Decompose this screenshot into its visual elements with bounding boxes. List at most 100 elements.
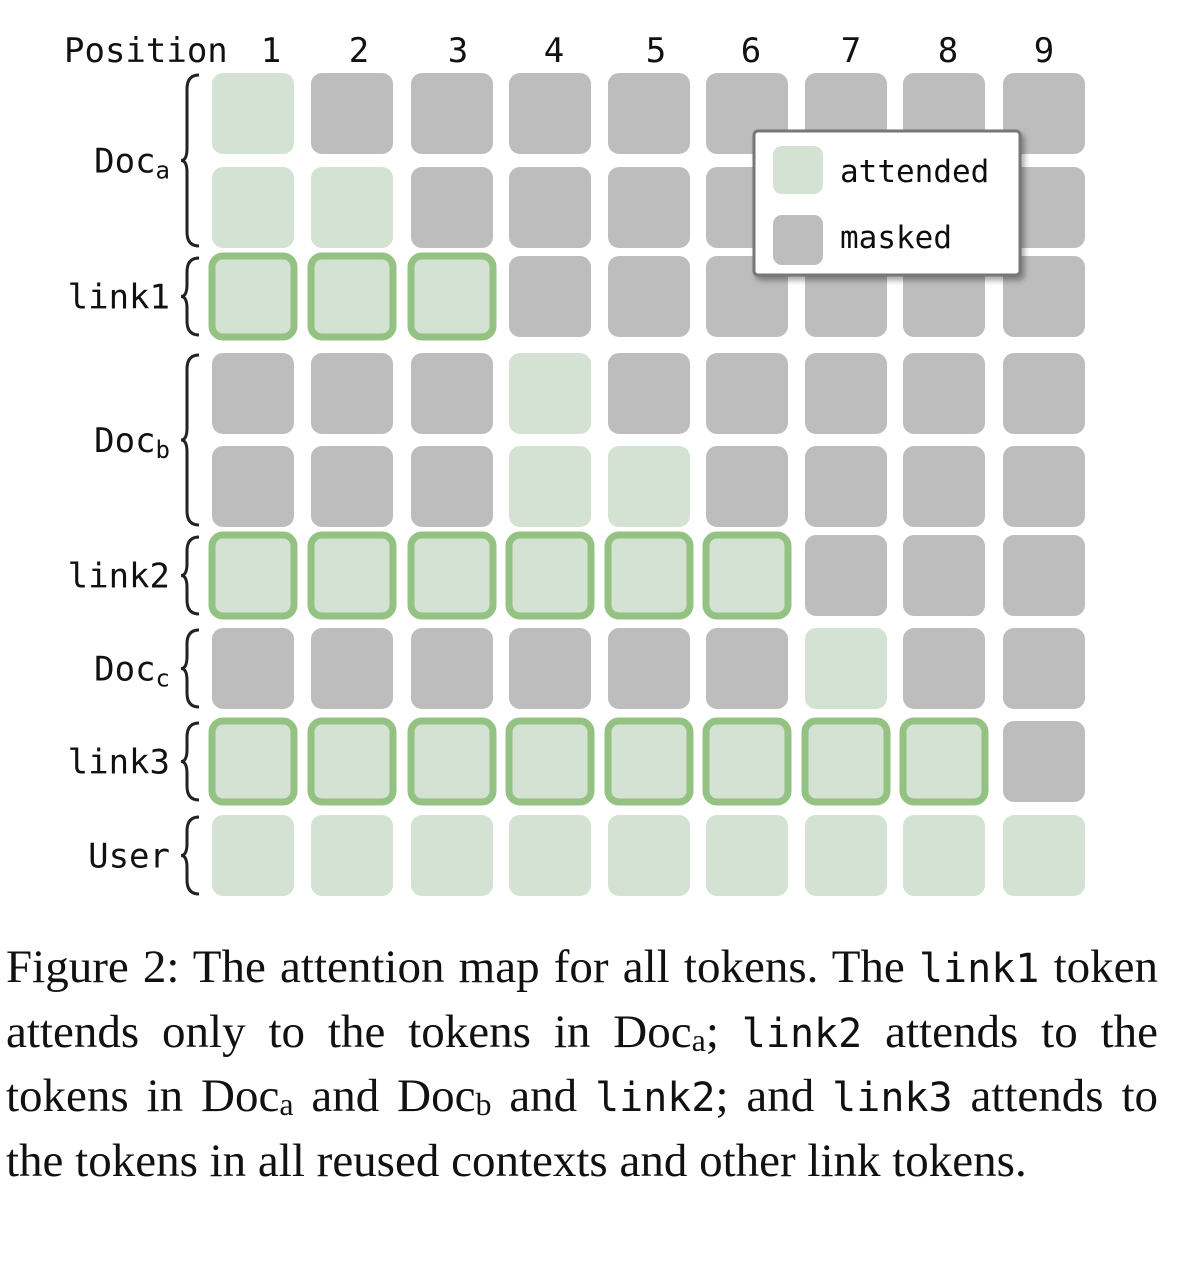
row-label: link1 [68,278,170,318]
legend: attended masked [752,129,1022,277]
cell-attended-link [208,717,298,806]
column-number-7: 7 [841,31,861,71]
cell-masked [1003,73,1085,154]
cell-attended-link [505,717,595,806]
cell-masked [608,256,690,337]
cell-masked [311,446,393,527]
column-number-8: 8 [938,31,958,71]
row-label-subscript: c [156,665,170,693]
cell-attended-link [307,717,397,806]
cell-masked [903,628,985,709]
cell-attended [903,815,985,896]
cell-masked [311,628,393,709]
row-label-text: link1 [68,278,170,318]
cell-attended-link [604,531,694,620]
attention-grid [208,73,1085,896]
cell-masked [1003,628,1085,709]
cell-attended-link [899,717,989,806]
row-label-text: link3 [68,743,170,783]
row-label: Docb [94,421,170,464]
column-number-6: 6 [741,31,761,71]
cell-attended [608,446,690,527]
cell-attended [509,353,591,434]
figure-caption: Figure 2: The attention map for all toke… [6,941,1159,1187]
cell-masked [1003,535,1085,616]
cell-attended-link [407,717,497,806]
cell-masked [608,628,690,709]
cell-attended-link [407,531,497,620]
cell-attended-link [208,531,298,620]
legend-masked-label: masked [840,220,952,256]
column-number-3: 3 [448,31,468,71]
cell-attended [706,815,788,896]
cell-masked [411,167,493,248]
cell-masked [706,353,788,434]
cell-masked [1003,353,1085,434]
cell-masked [1003,446,1085,527]
cell-attended-link [208,252,298,341]
cell-attended [805,628,887,709]
legend-attended-swatch [773,146,823,194]
row-brace [180,628,200,709]
cell-masked [608,167,690,248]
cell-attended-link [307,252,397,341]
cell-masked [805,353,887,434]
row-label-text: User [88,837,170,877]
row-label: link3 [68,743,170,783]
cell-attended [212,73,294,154]
row-label-text: link2 [68,557,170,597]
cell-masked [608,73,690,154]
cell-attended-link [702,717,792,806]
cell-attended [805,815,887,896]
cell-attended [1003,815,1085,896]
cell-attended [311,815,393,896]
row-label: User [88,837,170,877]
cell-attended [212,815,294,896]
cell-masked [805,446,887,527]
row-label-text: Doc [94,142,155,182]
cell-masked [509,256,591,337]
cell-attended [411,815,493,896]
cell-masked [903,535,985,616]
row-brace [180,256,200,337]
cell-masked [411,73,493,154]
cell-masked [212,446,294,527]
row-label-text: Doc [94,421,155,461]
column-number-4: 4 [544,31,564,71]
row-label: link2 [68,557,170,597]
cell-attended [509,446,591,527]
cell-masked [509,628,591,709]
cell-masked [903,353,985,434]
cell-masked [608,353,690,434]
cell-masked [212,353,294,434]
cell-masked [311,353,393,434]
row-label: Docc [94,650,170,693]
cell-masked [509,73,591,154]
row-brace [180,535,200,616]
row-brace [180,73,200,248]
cell-masked [411,353,493,434]
cell-attended-link [307,531,397,620]
column-number-9: 9 [1034,31,1054,71]
cell-masked [1003,256,1085,337]
row-brace [180,815,200,896]
legend-attended-label: attended [840,154,989,190]
cell-masked [509,167,591,248]
cell-attended [608,815,690,896]
row-brace [180,353,200,527]
cell-attended-link [604,717,694,806]
cell-masked [311,73,393,154]
legend-masked-swatch [773,215,823,265]
cell-attended-link [702,531,792,620]
cell-masked [805,535,887,616]
cell-masked [411,628,493,709]
cell-masked [1003,721,1085,802]
cell-masked [706,628,788,709]
column-number-2: 2 [349,31,369,71]
column-number-5: 5 [646,31,666,71]
cell-attended-link [407,252,497,341]
cell-masked [411,446,493,527]
